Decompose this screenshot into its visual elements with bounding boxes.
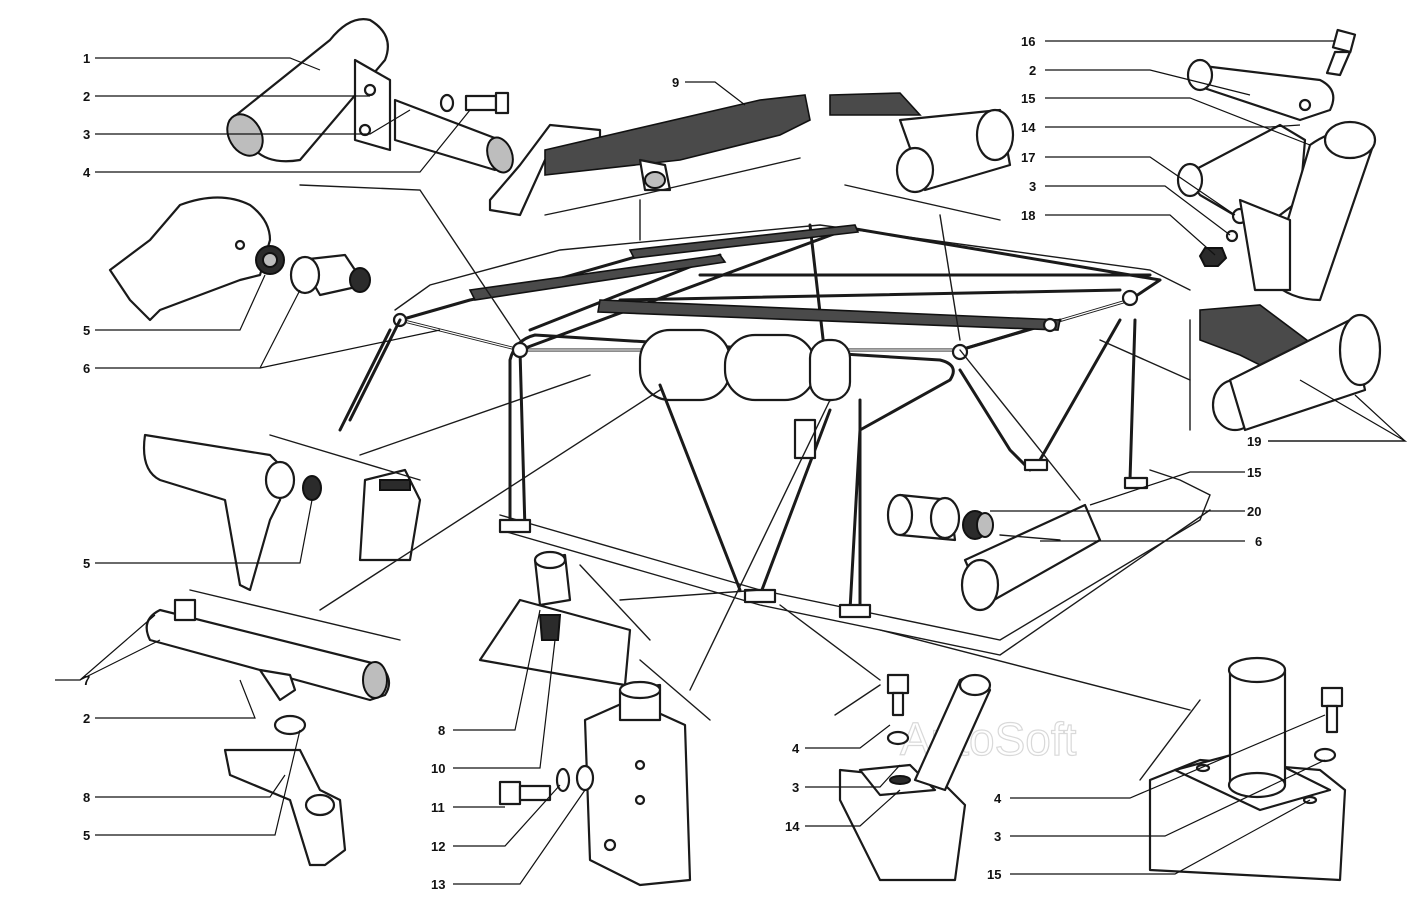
callout-8: 8 [438, 723, 445, 738]
roof-outline [394, 224, 1191, 311]
part-tube-15-20-6 [886, 493, 1102, 612]
rear-brace-1 [958, 368, 1032, 472]
callout-5: 5 [83, 828, 90, 843]
callout-numbers: 1 2 3 4 5 6 5 7 2 8 5 9 8 10 11 12 13 16… [83, 34, 1262, 892]
callout-5: 5 [83, 323, 90, 338]
roll-cage-main-frame [338, 223, 1211, 656]
callout-13: 13 [431, 877, 445, 892]
base-plate-3 [838, 603, 872, 619]
part-strap-9 [488, 94, 811, 217]
callout-4: 4 [83, 165, 91, 180]
callout-2: 2 [83, 711, 90, 726]
roof-cross-tube [618, 288, 1122, 302]
diagonal-brace-left [658, 383, 742, 592]
callout-9: 9 [672, 75, 679, 90]
callout-14: 14 [1021, 120, 1036, 135]
callout-15: 15 [1247, 465, 1261, 480]
roof-padding-2 [597, 299, 1061, 331]
callout-2: 2 [1029, 63, 1036, 78]
rear-brace-2 [1038, 318, 1122, 462]
callout-3: 3 [792, 780, 799, 795]
diagonal-tube [518, 226, 852, 352]
callout-19: 19 [1247, 434, 1261, 449]
part-t-tube-bracket [226, 18, 514, 174]
callout-17: 17 [1021, 150, 1035, 165]
callout-4: 4 [792, 741, 800, 756]
callout-1: 1 [83, 51, 90, 66]
leader-lines [55, 40, 1408, 885]
callout-15: 15 [1021, 91, 1035, 106]
callout-3: 3 [994, 829, 1001, 844]
part-strap-15 [829, 92, 1015, 194]
callout-20: 20 [1247, 504, 1261, 519]
base-plate-4 [1023, 458, 1049, 472]
callout-5: 5 [83, 556, 90, 571]
part-bracket-with-grommet [108, 196, 285, 322]
callout-11: 11 [431, 800, 445, 815]
base-plate-1 [498, 518, 532, 534]
part-strap-19 [1199, 304, 1382, 432]
center-bracket [793, 418, 817, 460]
rear-stay [1128, 318, 1137, 482]
part-pin-bracket [478, 550, 632, 687]
callout-6: 6 [83, 361, 90, 376]
part-long-tube-7 [145, 598, 391, 702]
callout-18: 18 [1021, 208, 1035, 223]
part-base-plate-center [838, 673, 992, 882]
base-plate-5 [1123, 476, 1149, 490]
callout-3: 3 [1029, 179, 1036, 194]
callout-2: 2 [83, 89, 90, 104]
callout-16: 16 [1021, 34, 1035, 49]
base-plate-2 [743, 588, 777, 604]
callout-3: 3 [83, 127, 90, 142]
callout-10: 10 [431, 761, 445, 776]
callout-12: 12 [431, 839, 445, 854]
callout-14: 14 [785, 819, 800, 834]
callout-15: 15 [987, 867, 1001, 882]
diagonal-brace-center [758, 408, 832, 597]
part-base-plate-right [1148, 656, 1347, 882]
callout-7: 7 [83, 673, 90, 688]
part-bracket-8 [223, 714, 347, 867]
roof-padding [468, 254, 727, 301]
callout-8: 8 [83, 790, 90, 805]
callout-6: 6 [1255, 534, 1262, 549]
part-tube-bracket-5 [142, 433, 422, 592]
part-joint-16 [1176, 28, 1377, 302]
main-hoop-padding [638, 328, 852, 402]
part-bush-6 [289, 253, 371, 297]
callout-4: 4 [994, 791, 1002, 806]
part-bolt-bracket [498, 680, 692, 887]
